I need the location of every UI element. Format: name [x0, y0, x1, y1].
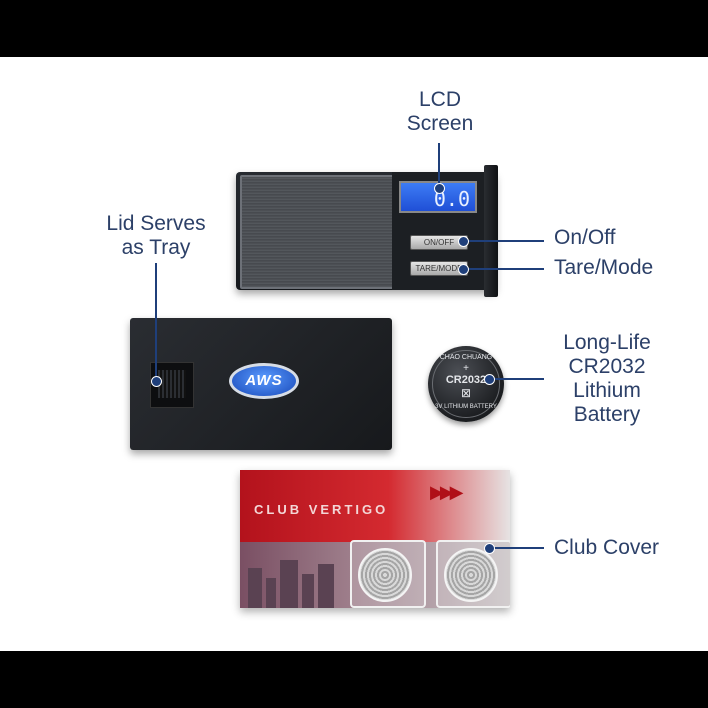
lcd-screen-label-line1: LCD [418, 88, 461, 111]
battery-label-line2: CR2032 [568, 355, 646, 378]
turntable-graphic-right [436, 540, 510, 608]
lid-latch-grip [158, 370, 186, 398]
lid-callout-dot [151, 376, 162, 387]
record-icon [358, 548, 412, 602]
aws-logo: AWS [229, 363, 299, 399]
battery-callout-dot [484, 374, 495, 385]
battery-label-line3: Lithium [573, 379, 641, 402]
cover-arrows-icon: ▶▶▶ [430, 482, 463, 502]
cover-title: CLUB VERTIGO [254, 502, 389, 517]
battery-plus-sign: + [463, 363, 469, 374]
on-off-callout-dot [458, 236, 469, 247]
battery-callout-line [490, 378, 544, 380]
lcd-screen-label-line2: Screen [406, 112, 474, 135]
battery-label-line4: Battery [573, 403, 641, 426]
lcd-callout-dot [434, 183, 445, 194]
recycle-bin-icon: ⊠ [460, 386, 472, 400]
scale-end-cap [484, 165, 498, 297]
battery-label-line1: Long-Life [563, 331, 651, 354]
on-off-button: ON/OFF [410, 235, 468, 250]
lcd-callout-line [438, 143, 440, 187]
lid-callout-line [155, 263, 157, 379]
tare-mode-callout-line [462, 268, 544, 270]
battery-model-text: CR2032 [445, 374, 487, 386]
city-building [280, 560, 298, 608]
battery-brand-text: CHAO CHUANG [439, 354, 493, 361]
tare-mode-callout-dot [458, 264, 469, 275]
tare-mode-label: Tare/Mode [554, 256, 654, 279]
lid-serves-label: Lid Serves as Tray [86, 212, 226, 260]
lid-serves-label-line1: Lid Serves [106, 212, 206, 235]
lid-serves-label-line2: as Tray [121, 236, 191, 259]
on-off-callout-line [462, 240, 544, 242]
record-icon [444, 548, 498, 602]
city-building [302, 574, 314, 608]
turntable-graphic-left [350, 540, 426, 608]
club-cover-callout-line [490, 547, 544, 549]
city-building [318, 564, 334, 608]
battery-rim [432, 350, 500, 418]
club-cover: ▶▶▶ CLUB VERTIGO [240, 470, 510, 608]
lcd-screen-label: LCD Screen [380, 88, 500, 136]
battery-label: Long-Life CR2032 Lithium Battery [546, 331, 668, 427]
battery-bottom-text: 3V LITHIUM BATTERY [435, 404, 497, 410]
city-building [248, 568, 262, 608]
on-off-label: On/Off [554, 226, 616, 249]
cover-red-band [240, 470, 510, 542]
city-building [266, 578, 276, 608]
club-cover-callout-dot [484, 543, 495, 554]
scale-weighing-tray [240, 175, 394, 289]
club-cover-label: Club Cover [554, 536, 660, 559]
